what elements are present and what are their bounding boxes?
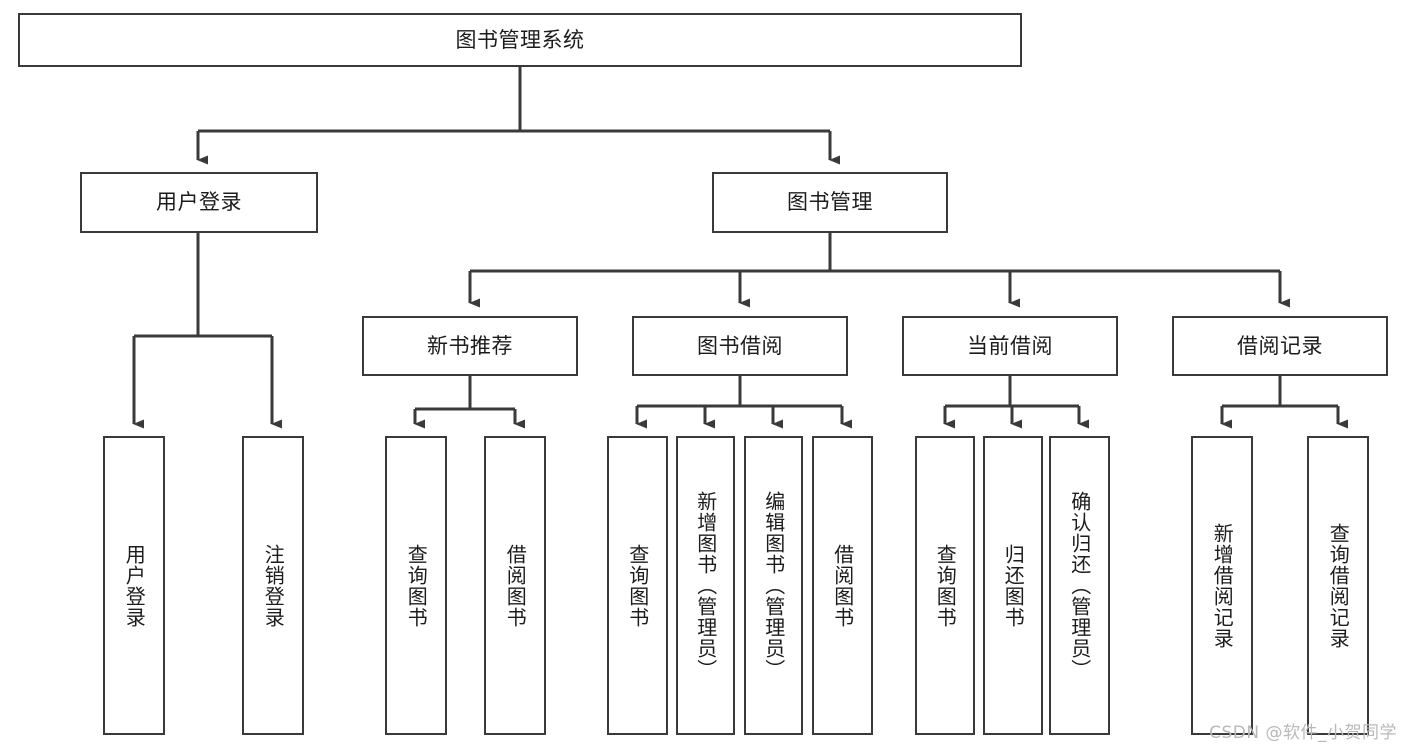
node-leaf-query-book-2-label: 查询图书 [625,543,650,628]
node-borrow-record[interactable]: 借阅记录 [1172,316,1388,376]
node-leaf-query-book-2[interactable]: 查询图书 [607,436,668,735]
node-leaf-add-book-label: 新增图书（管理员） [693,491,718,680]
csdn-watermark: CSDN @软件_小贺同学 [1209,723,1397,743]
node-leaf-query-book-1-label: 查询图书 [404,543,429,628]
node-leaf-query-record-label: 查询借阅记录 [1326,522,1351,649]
node-root-system[interactable]: 图书管理系统 [18,13,1022,67]
node-user-login[interactable]: 用户登录 [80,172,318,233]
node-leaf-borrow-book-1[interactable]: 借阅图书 [484,436,546,735]
node-leaf-borrow-book-2[interactable]: 借阅图书 [812,436,873,735]
node-current-borrow[interactable]: 当前借阅 [902,316,1118,376]
node-leaf-user-login-label: 用户登录 [122,543,147,628]
node-book-manage[interactable]: 图书管理 [712,172,948,233]
node-leaf-add-record-label: 新增借阅记录 [1210,522,1235,649]
node-leaf-borrow-book-1-label: 借阅图书 [503,543,528,628]
node-leaf-return-book-label: 归还图书 [1001,543,1026,628]
node-leaf-confirm-return[interactable]: 确认归还（管理员） [1049,436,1110,735]
node-leaf-return-book[interactable]: 归还图书 [983,436,1043,735]
node-leaf-confirm-return-label: 确认归还（管理员） [1067,491,1092,680]
node-leaf-query-book-1[interactable]: 查询图书 [385,436,447,735]
node-leaf-user-logout[interactable]: 注销登录 [242,436,304,735]
node-leaf-borrow-book-2-label: 借阅图书 [830,543,855,628]
node-leaf-edit-book[interactable]: 编辑图书（管理员） [744,436,803,735]
node-leaf-user-login[interactable]: 用户登录 [103,436,165,735]
node-leaf-add-record[interactable]: 新增借阅记录 [1191,436,1253,735]
node-leaf-user-logout-label: 注销登录 [261,543,286,628]
node-leaf-edit-book-label: 编辑图书（管理员） [761,491,786,680]
node-leaf-query-record[interactable]: 查询借阅记录 [1307,436,1369,735]
node-leaf-query-book-3[interactable]: 查询图书 [915,436,975,735]
node-new-book-recommend[interactable]: 新书推荐 [362,316,578,376]
node-book-borrow[interactable]: 图书借阅 [632,316,848,376]
node-leaf-query-book-3-label: 查询图书 [933,543,958,628]
node-leaf-add-book[interactable]: 新增图书（管理员） [676,436,735,735]
